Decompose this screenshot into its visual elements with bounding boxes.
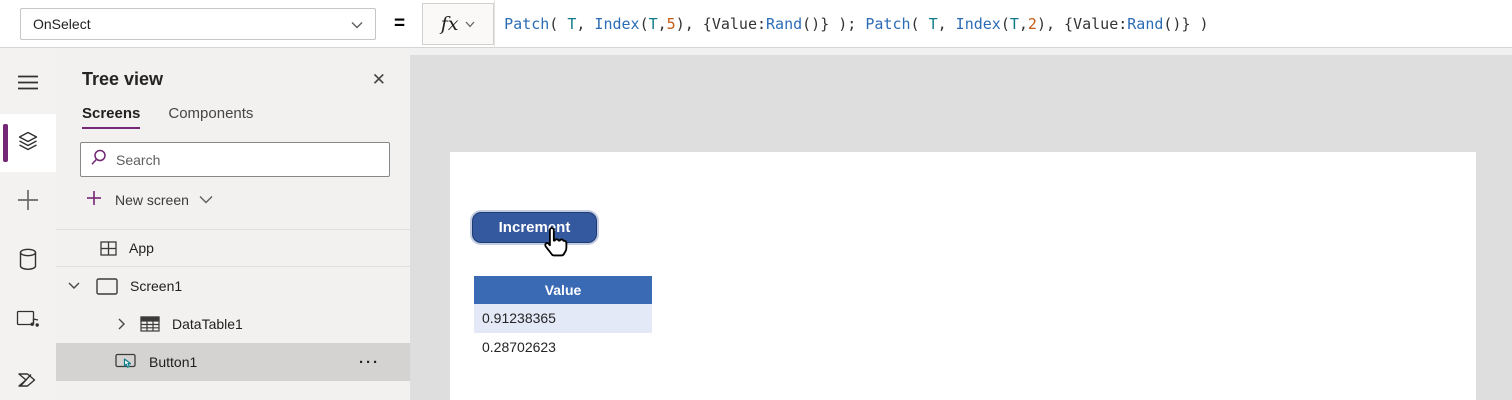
formula-token: (: [1000, 14, 1010, 33]
tree-view-layers-icon: [16, 129, 40, 158]
chevron-right-icon[interactable]: [118, 318, 126, 330]
formula-token: :: [756, 14, 767, 33]
tree-item-screen1[interactable]: Screen1: [56, 267, 410, 305]
tree-item-label: App: [129, 240, 154, 256]
chevron-down-icon: [351, 16, 363, 32]
formula-token: Value: [711, 14, 757, 33]
increment-button[interactable]: Increment: [472, 212, 597, 243]
formula-token: ,: [657, 14, 667, 33]
formula-token: (: [549, 14, 568, 33]
tree-item-app[interactable]: App: [56, 229, 410, 267]
chevron-down-icon: [465, 15, 475, 33]
panel-tabs: Screens Components: [56, 90, 410, 129]
hamburger-menu-button[interactable]: [0, 61, 56, 109]
tree-list: App Screen1: [56, 229, 410, 381]
tab-components[interactable]: Components: [168, 105, 254, 122]
panel-header: Tree view ✕: [56, 48, 410, 90]
equals-sign: =: [394, 12, 406, 34]
main-content: Tree view ✕ Screens Components: [0, 48, 1512, 400]
hamburger-menu-icon: [18, 75, 38, 95]
new-screen-button[interactable]: New screen: [56, 177, 410, 218]
screen-icon: [96, 277, 118, 295]
rail-item-tree-view[interactable]: [0, 114, 56, 172]
formula-toolbar: OnSelect = fx Patch( T, Index(T,5), {Val…: [0, 0, 1512, 48]
tree-item-datatable1[interactable]: DataTable1: [56, 305, 410, 343]
tree-item-label: DataTable1: [172, 316, 243, 332]
formula-token: ), {: [1036, 14, 1074, 33]
formula-token: ,: [937, 14, 956, 33]
data-table-control: Value 0.91238365 0.28702623: [474, 276, 652, 361]
property-dropdown[interactable]: OnSelect: [20, 7, 376, 40]
search-box[interactable]: [80, 142, 390, 177]
formula-input[interactable]: Patch( T, Index(T,5), {Value:Rand()} ); …: [494, 0, 1512, 48]
plus-icon: [86, 190, 102, 209]
formula-token: 5: [666, 14, 676, 33]
close-icon[interactable]: ✕: [371, 70, 386, 89]
design-workspace: Increment Value 0.91238365 0.28702623: [410, 48, 1512, 400]
fx-icon: fx: [440, 12, 459, 35]
formula-token: ,: [1018, 14, 1028, 33]
power-automate-icon: [16, 369, 40, 396]
chevron-down-icon[interactable]: [68, 282, 80, 290]
tab-screens[interactable]: Screens: [82, 105, 141, 129]
formula-token: T: [648, 14, 658, 33]
button-icon: [115, 353, 137, 372]
data-cylinder-icon: [18, 248, 38, 276]
formula-token: ,: [576, 14, 595, 33]
rail-item-insert[interactable]: [0, 178, 56, 226]
panel-title: Tree view: [82, 69, 164, 89]
formula-token: Value: [1073, 14, 1119, 33]
formula-token: Patch: [504, 14, 550, 33]
insert-plus-icon: [17, 189, 39, 216]
formula-token: 2: [1027, 14, 1037, 33]
app-canvas[interactable]: Increment Value 0.91238365 0.28702623: [450, 152, 1476, 400]
formula-token: :: [1118, 14, 1128, 33]
formula-token: T: [928, 14, 938, 33]
formula-token: ), {: [675, 14, 712, 33]
formula-token: Patch: [865, 14, 911, 33]
property-dropdown-value: OnSelect: [33, 15, 91, 32]
formula-token: Index: [955, 14, 1001, 33]
table-header-value[interactable]: Value: [474, 276, 652, 304]
formula-token: T: [567, 14, 577, 33]
formula-token: (: [910, 14, 929, 33]
app-icon: [100, 240, 117, 256]
rail-item-power-automate[interactable]: [0, 358, 56, 400]
rail-item-data[interactable]: [0, 238, 56, 286]
table-row[interactable]: 0.91238365: [474, 304, 652, 333]
new-screen-label: New screen: [115, 191, 189, 208]
tree-item-label: Screen1: [130, 278, 183, 294]
search-input[interactable]: [116, 151, 380, 168]
table-row[interactable]: 0.28702623: [474, 333, 652, 361]
tree-item-button1[interactable]: Button1 ···: [56, 343, 410, 381]
fx-dropdown-button[interactable]: fx: [422, 2, 495, 45]
datatable-icon: [140, 316, 160, 332]
media-icon: [16, 309, 40, 336]
tree-view-panel: Tree view ✕ Screens Components: [56, 48, 410, 400]
more-options-icon[interactable]: ···: [359, 353, 380, 371]
selected-indicator: [3, 124, 8, 162]
left-nav-rail: [0, 48, 56, 400]
search-icon: [90, 149, 107, 171]
formula-token: T: [1009, 14, 1019, 33]
formula-token: Index: [594, 14, 640, 33]
formula-token: Rand: [1127, 14, 1164, 33]
chevron-down-icon: [199, 195, 213, 204]
formula-token: (: [639, 14, 649, 33]
formula-token: Rand: [766, 14, 803, 33]
formula-token: ()} ): [1163, 14, 1209, 33]
formula-token: ()} );: [802, 14, 866, 33]
tree-item-label: Button1: [149, 354, 198, 370]
rail-item-media[interactable]: [0, 298, 56, 346]
